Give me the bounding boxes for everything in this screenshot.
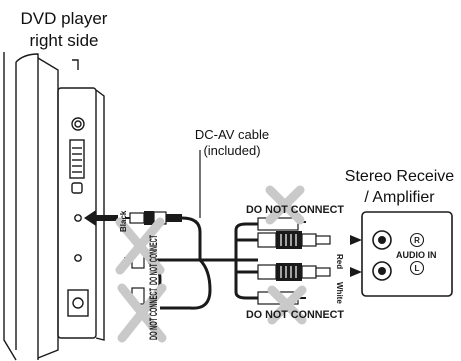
black-wire-label: Black — [119, 210, 128, 232]
do-not-connect-top: DO NOT CONNECT — [246, 204, 344, 216]
receiver-label-line-1: Stereo Receive — [344, 168, 455, 185]
do-not-connect-left-lower: DO NOT CONNECT — [148, 288, 160, 340]
black-plug-arrow — [84, 210, 118, 226]
rca-red-plug — [257, 231, 331, 249]
cable-label-line-2: (included) — [203, 143, 261, 158]
cable-label-line-1: DC-AV cable — [194, 127, 270, 142]
dvd-title-line-1: DVD player — [20, 9, 108, 28]
receiver-panel — [361, 211, 453, 297]
audio-in-label: AUDIO IN — [396, 250, 437, 260]
receiver-label: Stereo Receive / Amplifier — [338, 166, 461, 208]
cable-label: DC-AV cable (included) — [182, 127, 282, 159]
rca-white-plug — [257, 263, 331, 281]
do-not-connect-left-upper: DO NOT CONNECT — [148, 235, 160, 285]
rca-arrows — [330, 235, 362, 277]
left-channel-mark: L — [415, 264, 420, 273]
dvd-title-line-2: right side — [29, 31, 99, 50]
right-channel-mark: R — [414, 236, 420, 245]
crossed-out-marks — [115, 185, 307, 343]
white-wire-label: White — [335, 282, 344, 304]
dvd-player-label: DVD player right side — [0, 8, 128, 52]
red-wire-label: Red — [335, 254, 344, 269]
receiver-label-line-2: / Amplifier — [364, 189, 435, 206]
dvd-player — [3, 52, 105, 361]
do-not-connect-bottom: DO NOT CONNECT — [246, 309, 344, 321]
